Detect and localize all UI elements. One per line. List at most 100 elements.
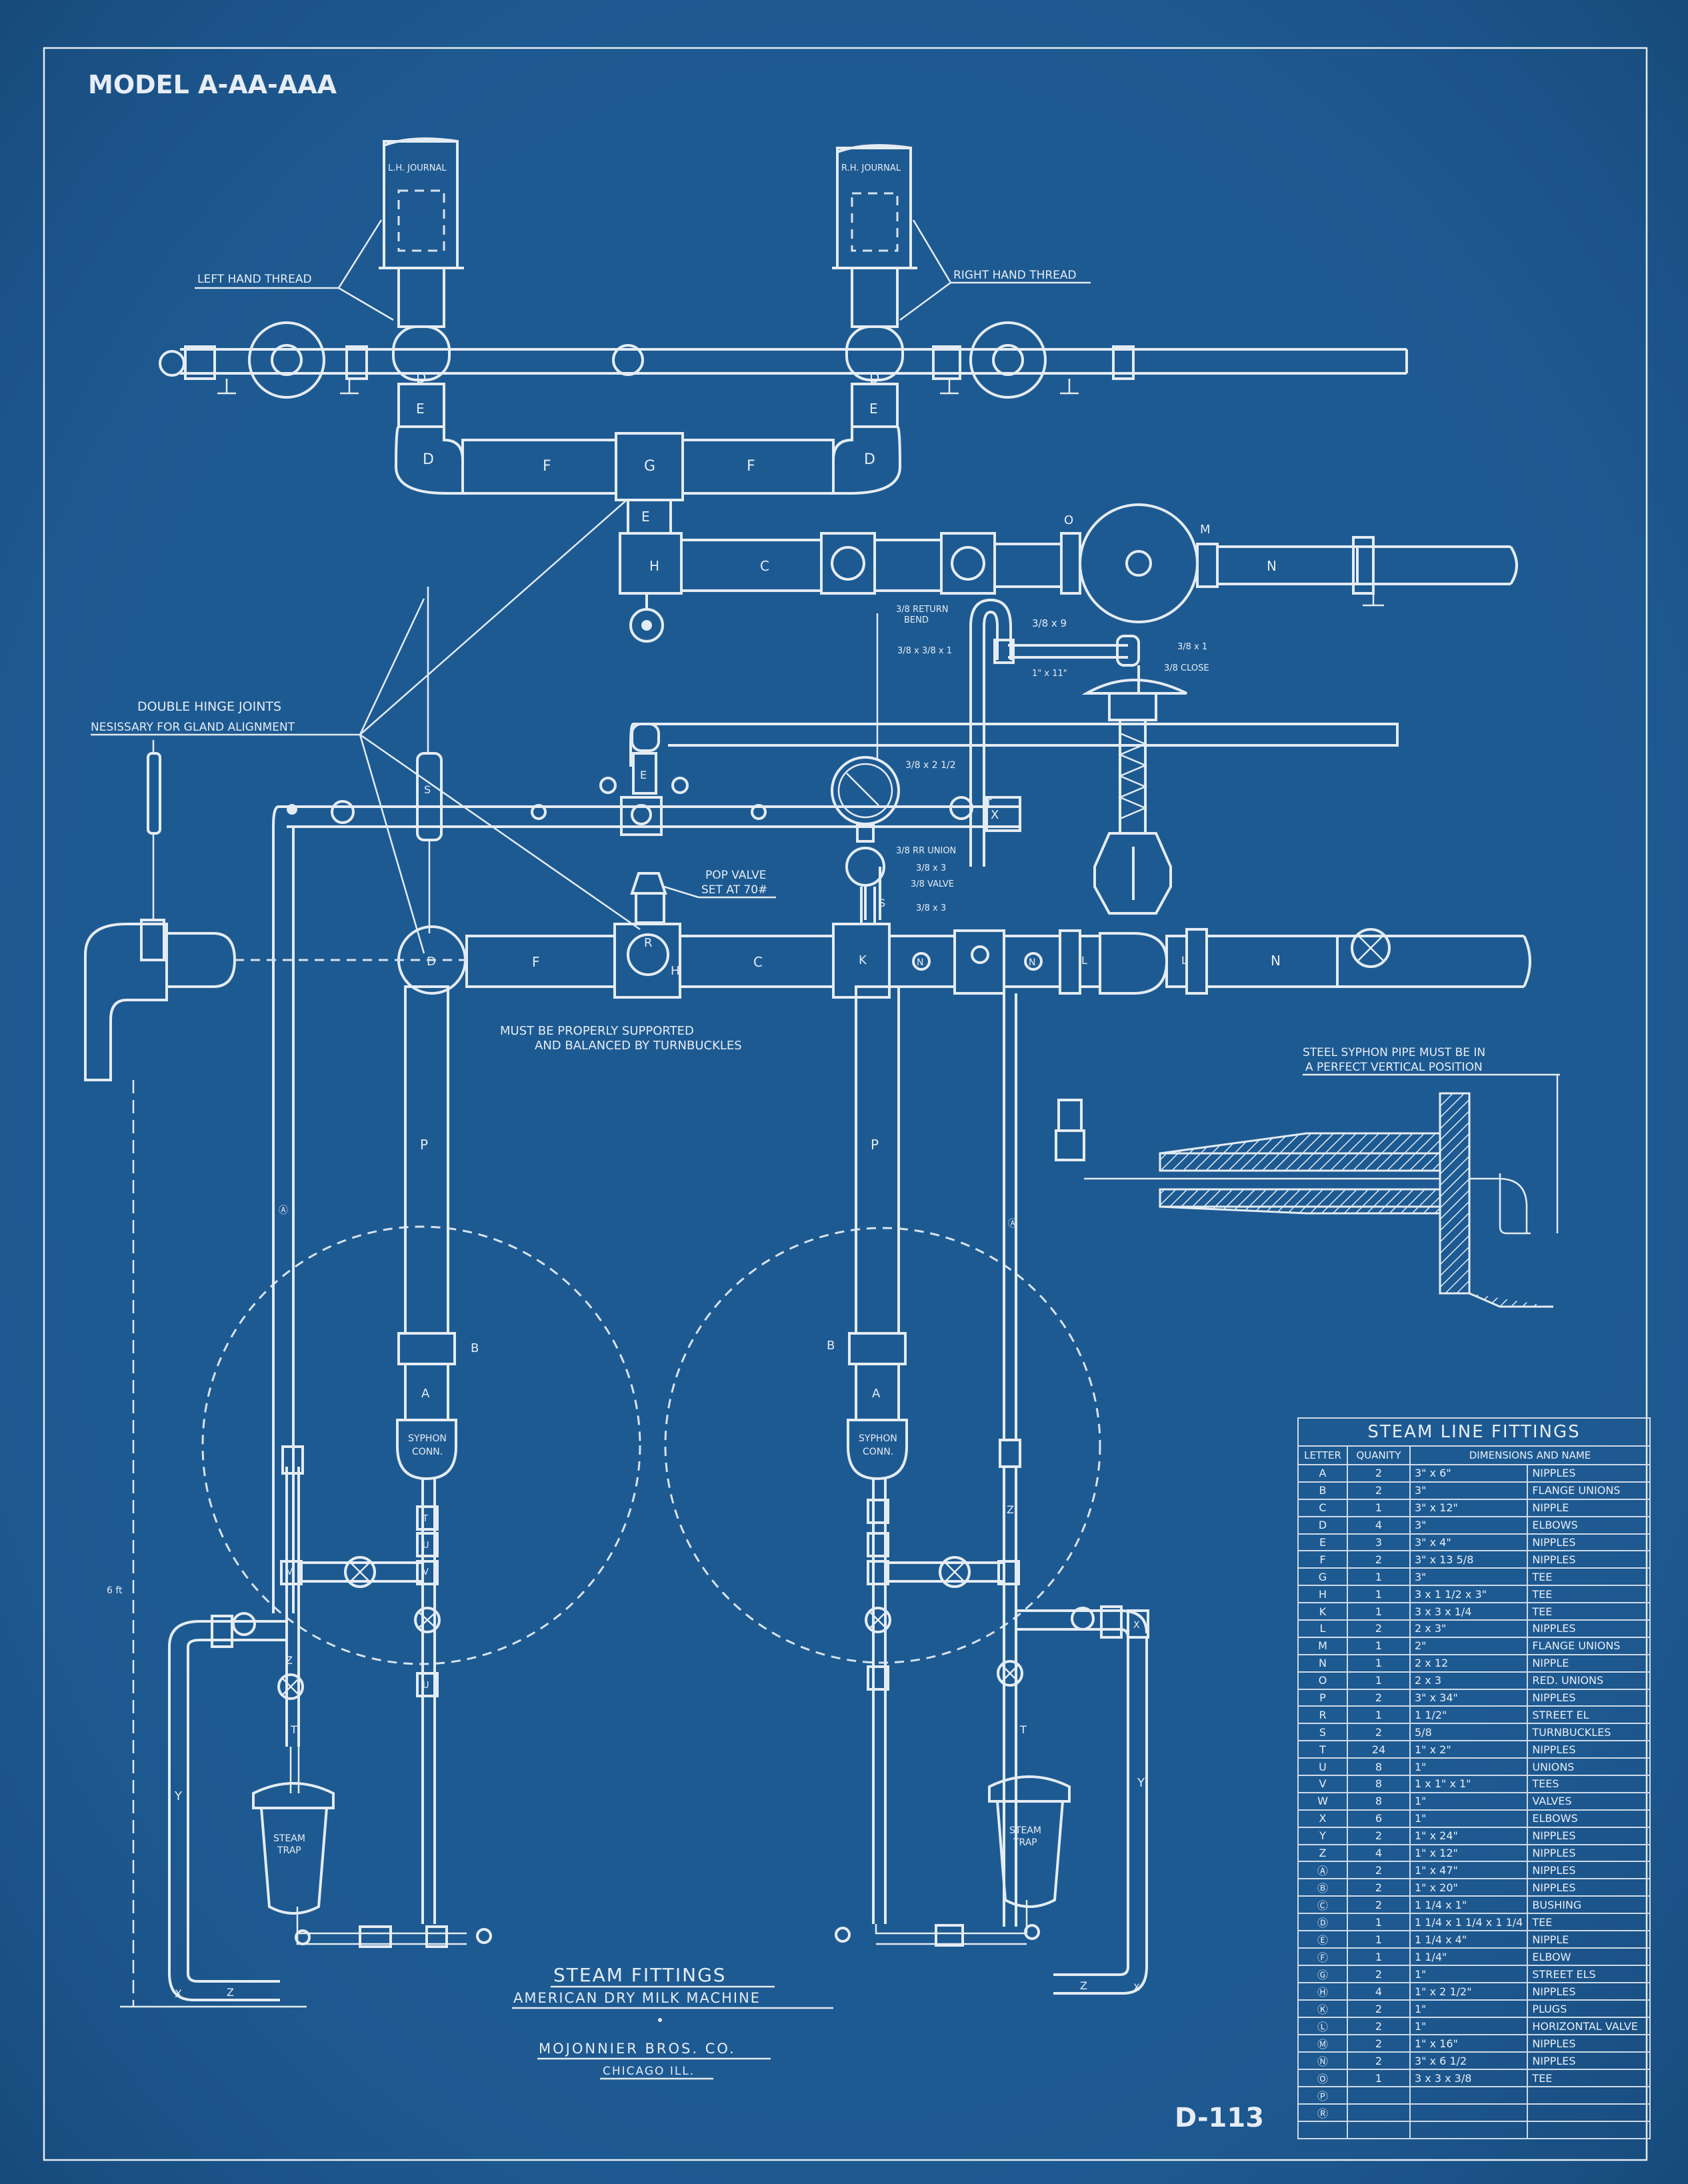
svg-text:Y: Y bbox=[1137, 1776, 1145, 1790]
svg-text:X: X bbox=[1133, 1983, 1140, 1993]
cell-letter: Ⓗ bbox=[1297, 1982, 1348, 2001]
cell-letter: K bbox=[1297, 1602, 1348, 1621]
cell-letter: Ⓒ bbox=[1297, 1895, 1348, 1915]
svg-text:S: S bbox=[879, 897, 885, 909]
cell-quantity: 1 bbox=[1347, 1705, 1411, 1725]
cell-dimension: 5/8 bbox=[1409, 1723, 1529, 1742]
cell-dimension: 1" x 12" bbox=[1409, 1843, 1529, 1863]
top-manifold: L.H. JOURNAL R.H. JOURNAL D bbox=[159, 137, 1518, 643]
svg-text:C: C bbox=[753, 954, 763, 970]
note-38rrunion: 3/8 RR UNION bbox=[896, 846, 956, 856]
note-38x2: 3/8 x 2 1/2 bbox=[905, 760, 956, 771]
cell-name: TEE bbox=[1527, 1585, 1651, 1604]
svg-text:Ⓐ: Ⓐ bbox=[1008, 1219, 1017, 1229]
svg-text:Ⓐ: Ⓐ bbox=[279, 1205, 288, 1216]
cell-dimension: 1" x 2 1/2" bbox=[1409, 1982, 1529, 2001]
syphon-note-1: STEEL SYPHON PIPE MUST BE IN bbox=[1303, 1046, 1485, 1059]
return-bend-note-1: 3/8 RETURN bbox=[896, 605, 949, 615]
cell-dimension: 1 1/4 x 1 1/4 x 1 1/4 bbox=[1409, 1913, 1529, 1932]
svg-text:A: A bbox=[421, 1387, 430, 1401]
cell-quantity: 2 bbox=[1347, 2017, 1411, 2036]
svg-text:D: D bbox=[427, 955, 436, 969]
cell-quantity: 8 bbox=[1347, 1775, 1411, 1793]
svg-text:SYPHON: SYPHON bbox=[408, 1433, 447, 1444]
cell-letter: D bbox=[1297, 1515, 1348, 1535]
svg-text:A: A bbox=[872, 1387, 881, 1401]
cell-letter: C bbox=[1297, 1498, 1348, 1517]
cell-letter: U bbox=[1297, 1757, 1348, 1777]
cell-letter: Ⓚ bbox=[1297, 1999, 1348, 2019]
cell-dimension: 1" x 2" bbox=[1409, 1740, 1529, 1759]
cell-name: NIPPLES bbox=[1527, 1550, 1651, 1569]
svg-text:SYPHON: SYPHON bbox=[859, 1433, 897, 1444]
cell-letter: Ⓐ bbox=[1297, 1861, 1348, 1880]
svg-text:V: V bbox=[423, 1567, 429, 1577]
cell-name: TEE bbox=[1527, 1913, 1651, 1932]
cell-name: TURNBUCKLES bbox=[1527, 1723, 1651, 1742]
cell-quantity: 8 bbox=[1347, 1757, 1411, 1777]
svg-text:R: R bbox=[644, 936, 653, 950]
cell-dimension: 3" x 34" bbox=[1409, 1688, 1529, 1707]
cell-name bbox=[1527, 2121, 1651, 2140]
cell-dimension: 3" bbox=[1409, 1515, 1529, 1535]
table-row bbox=[1297, 2121, 1651, 2140]
svg-text:O: O bbox=[1064, 513, 1073, 527]
svg-text:N: N bbox=[1267, 558, 1277, 574]
cell-letter: X bbox=[1297, 1809, 1348, 1828]
cell-quantity: 3 bbox=[1347, 1533, 1411, 1552]
right-hand-thread-note: RIGHT HAND THREAD bbox=[953, 269, 1077, 282]
steam-line-fittings-table: STEAM LINE FITTINGS LETTER QUANITY DIMEN… bbox=[1297, 1417, 1651, 2140]
svg-text:Z: Z bbox=[227, 1986, 234, 1999]
table-title: STEAM LINE FITTINGS bbox=[1297, 1417, 1651, 1447]
left-syphon-assembly: P B A SYPHON CONN. V V T U U Y bbox=[107, 985, 641, 2008]
note-38valve: 3/8 VALVE bbox=[911, 879, 954, 889]
svg-text:F: F bbox=[747, 458, 755, 475]
cell-letter: S bbox=[1297, 1723, 1348, 1742]
company-city: CHICAGO ILL. bbox=[603, 2065, 695, 2078]
cell-dimension: 3" x 13 5/8 bbox=[1409, 1550, 1529, 1569]
cell-letter: Ⓝ bbox=[1297, 2051, 1348, 2071]
drawing-number: D-113 bbox=[1175, 2103, 1264, 2133]
cell-dimension: 2 x 3 bbox=[1409, 1671, 1529, 1690]
note-1x11: 1" x 11" bbox=[1032, 669, 1067, 679]
cell-name: NIPPLES bbox=[1527, 1740, 1651, 1759]
svg-text:E: E bbox=[416, 401, 425, 417]
cell-letter: M bbox=[1297, 1636, 1348, 1655]
pop-valve-note-2: SET AT 70# bbox=[701, 883, 767, 897]
cell-letter: G bbox=[1297, 1567, 1348, 1587]
cell-name: STREET EL bbox=[1527, 1705, 1651, 1725]
cell-quantity: 2 bbox=[1347, 1723, 1411, 1742]
cell-name: FLANGE UNIONS bbox=[1527, 1481, 1651, 1500]
left-hand-thread-note: LEFT HAND THREAD bbox=[197, 273, 312, 286]
svg-text:T: T bbox=[422, 1514, 428, 1524]
svg-text:U: U bbox=[423, 1541, 429, 1551]
cell-letter: P bbox=[1297, 1688, 1348, 1707]
cell-quantity: 2 bbox=[1347, 1550, 1411, 1569]
cell-quantity bbox=[1347, 2086, 1411, 2105]
cell-letter: Z bbox=[1297, 1843, 1348, 1863]
cell-letter: R bbox=[1297, 1705, 1348, 1725]
cell-quantity bbox=[1347, 2103, 1411, 2123]
cell-name: FLANGE UNIONS bbox=[1527, 1636, 1651, 1655]
cell-name bbox=[1527, 2086, 1651, 2105]
svg-text:N: N bbox=[917, 957, 923, 968]
svg-text:STEAM: STEAM bbox=[1009, 1825, 1041, 1836]
cell-dimension: 3" bbox=[1409, 1567, 1529, 1587]
cell-name: NIPPLE bbox=[1527, 1653, 1651, 1673]
cell-quantity: 8 bbox=[1347, 1791, 1411, 1811]
cell-name: UNIONS bbox=[1527, 1757, 1651, 1777]
note-38x3a: 3/8 x 3 bbox=[916, 863, 946, 873]
cell-letter: W bbox=[1297, 1791, 1348, 1811]
svg-text:D: D bbox=[416, 370, 426, 386]
